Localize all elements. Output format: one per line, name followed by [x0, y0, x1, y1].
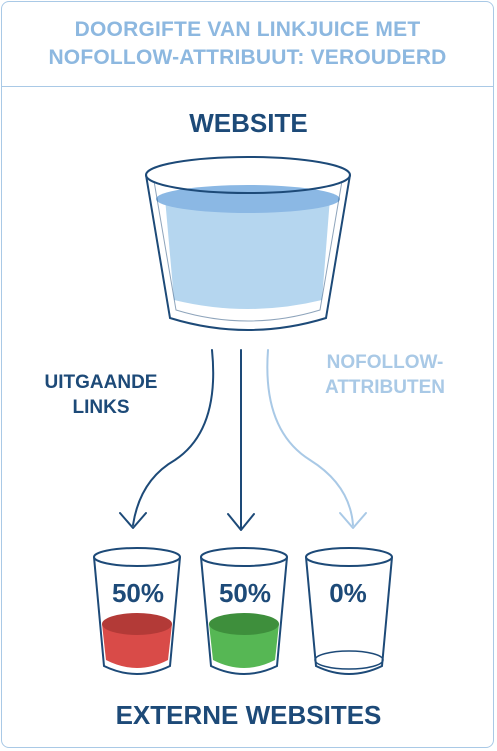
arrow-left-head [119, 512, 147, 529]
nofollow-attributes-label: NOFOLLOW- ATTRIBUTEN [300, 350, 470, 400]
website-label: WEBSITE [189, 108, 308, 138]
website-glass-water [165, 198, 330, 309]
arrow-right-head [339, 512, 367, 529]
glass-3-percentage: 0% [329, 578, 367, 608]
external-glass-2 [200, 547, 288, 675]
external-glass-1-liquid [102, 624, 172, 668]
nofollow-label-line1: NOFOLLOW- [326, 352, 444, 373]
external-websites-label: EXTERNE WEBSITES [115, 700, 382, 730]
header-title-line1: DOORGIFTE VAN LINKJUICE MET [74, 17, 421, 41]
outgoing-links-label-line1: UITGAANDE [44, 372, 158, 393]
website-glass [145, 156, 351, 331]
header-title-line2: NOFOLLOW-ATTRIBUUT: VEROUDERD [48, 45, 447, 69]
outgoing-links-label-line2: LINKS [72, 397, 130, 418]
outgoing-link-arrows [119, 349, 367, 531]
outgoing-links-label: UITGAANDE LINKS [16, 370, 186, 420]
glass-1-percentage: 50% [111, 578, 165, 608]
external-glass-3 [305, 547, 393, 675]
header-title: DOORGIFTE VAN LINKJUICE MET NOFOLLOW-ATT… [13, 16, 483, 72]
arrow-right [266, 349, 354, 526]
header-banner: DOORGIFTE VAN LINKJUICE MET NOFOLLOW-ATT… [1, 1, 494, 87]
external-glass-2-liquid [209, 624, 279, 668]
arrow-left [132, 349, 215, 526]
nofollow-label-line2: ATTRIBUTEN [325, 377, 445, 398]
arrow-center-head [227, 513, 255, 531]
external-glass-1 [93, 547, 181, 675]
glass-2-percentage: 50% [218, 578, 272, 608]
